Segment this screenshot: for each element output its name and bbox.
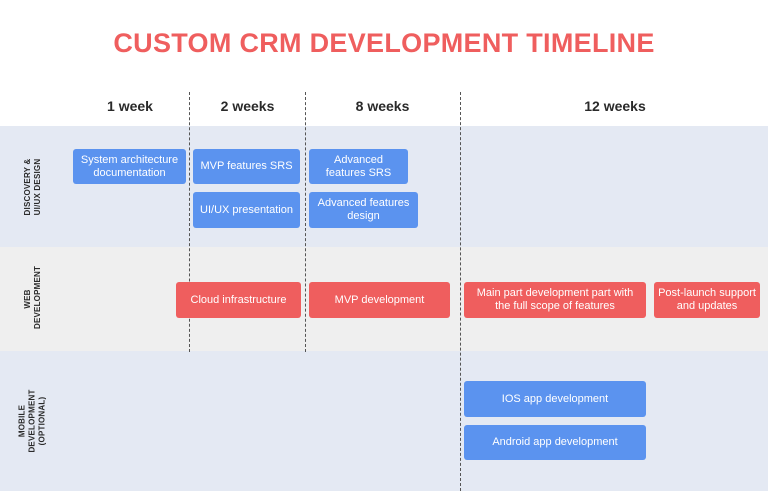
- page-title: CUSTOM CRM DEVELOPMENT TIMELINE: [113, 28, 655, 58]
- row-label-mobile: MOBILE DEVELOPMENT (OPTIONAL): [18, 389, 47, 453]
- task-android-app-development[interactable]: Android app development: [464, 425, 646, 460]
- task-advanced-design[interactable]: Advanced features design: [309, 192, 418, 228]
- mobile-band: [0, 351, 768, 491]
- task-mvp-development[interactable]: MVP development: [309, 282, 450, 318]
- column-header-12-weeks: 12 weeks: [584, 98, 646, 114]
- discovery-band: [0, 126, 768, 247]
- task-post-launch-support[interactable]: Post-launch support and updates: [654, 282, 760, 318]
- divider-week-8: [460, 92, 461, 491]
- divider-week-2: [305, 92, 306, 352]
- column-header-8-weeks: 8 weeks: [355, 98, 410, 114]
- column-header-1-week: 1 week: [107, 98, 153, 114]
- task-system-architecture[interactable]: System architecture documentation: [73, 149, 186, 184]
- task-mvp-srs[interactable]: MVP features SRS: [193, 149, 300, 184]
- row-label-discovery: DISCOVERY & UI/UX DESIGN: [23, 158, 42, 215]
- divider-week-1: [189, 92, 190, 352]
- task-uiux-presentation[interactable]: UI/UX presentation: [193, 192, 300, 228]
- row-label-web: WEB DEVELOPMENT: [23, 265, 42, 329]
- task-main-part-development[interactable]: Main part development part with the full…: [464, 282, 646, 318]
- task-advanced-srs[interactable]: Advanced features SRS: [309, 149, 408, 184]
- task-cloud-infrastructure[interactable]: Cloud infrastructure: [176, 282, 301, 318]
- column-header-2-weeks: 2 weeks: [220, 98, 275, 114]
- task-ios-app-development[interactable]: IOS app development: [464, 381, 646, 417]
